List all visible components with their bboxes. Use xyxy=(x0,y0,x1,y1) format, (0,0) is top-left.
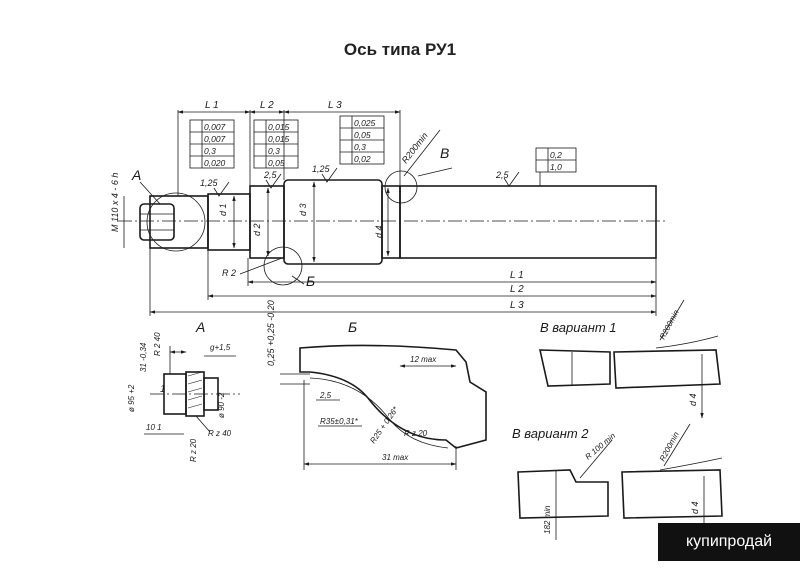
tol-1-row-3: 0,3 xyxy=(204,146,216,156)
variant-1-r200: R200min xyxy=(658,308,681,341)
variant-2-182min: 182 min xyxy=(543,505,552,534)
view-a-marker: А xyxy=(131,167,141,183)
section-d3 xyxy=(283,179,383,265)
tol-2-row-3: 0,3 xyxy=(268,146,280,156)
detail-b-profile xyxy=(299,344,487,449)
rough-125-b: 1,25 xyxy=(312,164,331,174)
detail-a-r2-40: R 2 40 xyxy=(153,332,162,356)
rough-25-a: 2,5 xyxy=(263,170,278,180)
variant-1-d4: d 4 xyxy=(688,393,698,406)
dim-l2-bottom: L 2 xyxy=(510,284,524,295)
drawing-title: Ось типа РУ1 xyxy=(343,40,457,59)
view-b-marker: Б xyxy=(306,273,315,289)
tolerance-frame-2: 0,015 0,015 0,3 0,05 xyxy=(253,119,299,169)
tol-4-row-2: 1,0 xyxy=(550,162,562,172)
detail-a-dim-31: 31 -0,34 xyxy=(139,342,148,372)
variant-2-right-part xyxy=(621,469,723,519)
tol-2-row-2: 0,015 xyxy=(268,134,290,144)
tol-3-row-4: 0,02 xyxy=(354,154,371,164)
detail-a-l10: 10 1 xyxy=(146,423,162,432)
dim-l1-bottom: L 1 xyxy=(510,270,524,281)
variant-1-title: В вариант 1 xyxy=(540,320,617,335)
tolerance-frame-4: 0,2 1,0 xyxy=(535,147,577,186)
detail-b-31max: 31 max xyxy=(382,453,409,462)
detail-b-view: Б 0,25 +0,25 -0,20 12 max 2,5 R35±0,31* … xyxy=(266,300,487,470)
detail-b-tol: 0,25 +0,25 -0,20 xyxy=(266,300,276,366)
detail-a-circle xyxy=(146,192,206,252)
tol-1-row-2: 0,007 xyxy=(204,134,226,144)
watermark-badge: купипродай xyxy=(658,523,800,561)
dim-l3-bottom: L 3 xyxy=(510,300,524,311)
rough-125-a: 1,25 xyxy=(200,178,219,188)
r2-label: R 2 xyxy=(222,268,236,278)
variant-1-right-part xyxy=(613,349,721,389)
section-d1 xyxy=(207,193,251,251)
rough-25-b: 2,5 xyxy=(495,170,510,180)
detail-a-l1: 1 xyxy=(160,384,166,395)
tol-1-row-4: 0,020 xyxy=(204,158,226,168)
tol-1-row-1: 0,007 xyxy=(204,122,226,132)
detail-a-rz20: R z 20 xyxy=(189,438,198,462)
tolerance-frame-1: 0,007 0,007 0,3 0,020 xyxy=(189,119,235,169)
detail-b-title: Б xyxy=(348,319,357,335)
label-d4: d 4 xyxy=(374,225,384,238)
detail-a-d90: ø 90 -2 xyxy=(217,392,226,418)
variant-2-left-part xyxy=(517,469,609,519)
dim-l3-top: L 3 xyxy=(328,100,342,111)
tolerance-frame-3: 0,025 0,05 0,3 0,02 xyxy=(339,115,385,165)
variant-2-r100: R 100 min xyxy=(584,431,618,462)
label-d3: d 3 xyxy=(298,203,308,216)
tol-3-row-1: 0,025 xyxy=(354,118,376,128)
detail-a-view: А 31 -0,34 R 2 40 g+1,5 ø 95 +2 ø 90 -2 … xyxy=(127,319,240,462)
tol-3-row-3: 0,3 xyxy=(354,142,366,152)
detail-a-title: А xyxy=(195,319,205,335)
detail-b-circle xyxy=(263,246,303,286)
view-v-marker: В xyxy=(440,145,449,161)
detail-a-rz40: R z 40 xyxy=(208,429,232,438)
variant-2-d4: d 4 xyxy=(690,501,700,514)
detail-b-rz20: R z 20 xyxy=(404,429,428,438)
variant-2-r200: R200min xyxy=(658,430,681,463)
label-d2: d 2 xyxy=(252,223,262,236)
r200-callout: R200min xyxy=(400,131,430,166)
detail-b-25: 2,5 xyxy=(319,391,332,400)
tol-2-row-4: 0,05 xyxy=(268,158,285,168)
tol-3-row-2: 0,05 xyxy=(354,130,371,140)
label-d1: d 1 xyxy=(218,203,228,216)
tol-4-row-1: 0,2 xyxy=(550,150,562,160)
detail-a-g15: g+1,5 xyxy=(210,343,231,352)
section-long xyxy=(399,185,657,259)
variant-1-left-part xyxy=(538,349,611,387)
variant-1-view: В вариант 1 R200min d 4 xyxy=(538,299,721,419)
dim-l1-top: L 1 xyxy=(205,100,219,111)
detail-b-r35: R35±0,31* xyxy=(320,417,359,426)
variant-2-title: В вариант 2 xyxy=(512,426,589,441)
dim-l2-top: L 2 xyxy=(260,100,274,111)
tol-2-row-1: 0,015 xyxy=(268,122,290,132)
detail-v-circle xyxy=(384,170,418,204)
section-d4 xyxy=(381,185,401,259)
detail-a-d95: ø 95 +2 xyxy=(127,384,136,412)
detail-b-12max: 12 max xyxy=(410,355,437,364)
thread-label: M 110 x 4 - 6 h xyxy=(110,173,120,232)
